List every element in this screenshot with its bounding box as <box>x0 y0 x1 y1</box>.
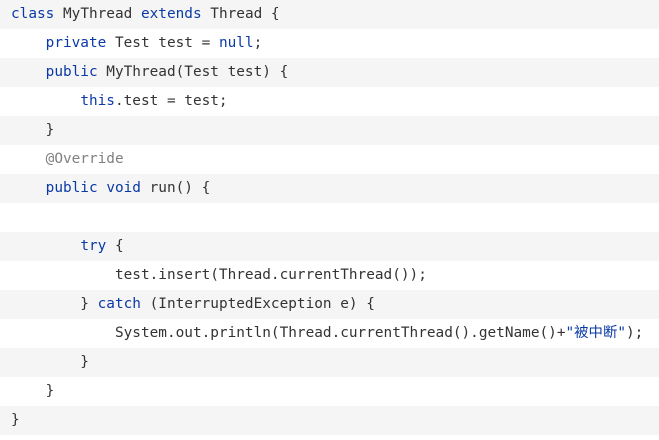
code-text: Thread { <box>201 6 280 22</box>
code-text: MyThread(Test test) { <box>97 64 289 80</box>
code-line: } <box>0 348 659 377</box>
code-text: } <box>11 354 89 370</box>
code-keyword: void <box>106 180 141 196</box>
code-text: ; <box>253 35 263 51</box>
code-keyword: this <box>80 93 115 109</box>
code-text: System.out.println(Thread.currentThread(… <box>11 325 566 341</box>
code-text: test.insert(Thread.currentThread()); <box>11 267 427 283</box>
code-keyword: class <box>11 6 55 22</box>
code-keyword: public <box>45 180 98 196</box>
code-text: { <box>106 238 124 254</box>
code-line: System.out.println(Thread.currentThread(… <box>0 319 659 348</box>
code-line: private Test test = null; <box>0 29 659 58</box>
code-line <box>0 203 659 232</box>
code-text: ); <box>626 325 644 341</box>
code-text: } <box>11 412 20 428</box>
code-text <box>11 209 20 225</box>
code-line: public void run() { <box>0 174 659 203</box>
code-keyword: try <box>80 238 107 254</box>
code-text <box>11 93 80 109</box>
code-line: } <box>0 406 659 435</box>
code-text: Test test = <box>106 35 219 51</box>
code-keyword: extends <box>140 6 202 22</box>
code-line: class MyThread extends Thread { <box>0 0 659 29</box>
code-text <box>11 180 46 196</box>
code-line: } <box>0 377 659 406</box>
code-line: } catch (InterruptedException e) { <box>0 290 659 319</box>
code-text <box>11 151 46 167</box>
code-text: (InterruptedException e) { <box>140 296 375 312</box>
code-keyword: private <box>45 35 107 51</box>
code-text: run() { <box>140 180 211 196</box>
code-text: } <box>11 383 55 399</box>
code-keyword: null <box>218 35 254 51</box>
code-text: } <box>11 122 55 138</box>
code-keyword: catch <box>97 296 141 312</box>
code-line: test.insert(Thread.currentThread()); <box>0 261 659 290</box>
code-text: MyThread <box>54 6 141 22</box>
code-text <box>98 180 107 196</box>
code-line: this.test = test; <box>0 87 659 116</box>
code-line: } <box>0 116 659 145</box>
code-line: @Override <box>0 145 659 174</box>
code-keyword: public <box>45 64 98 80</box>
code-text <box>11 35 46 51</box>
code-text <box>11 238 80 254</box>
code-string: "被中断" <box>565 325 627 341</box>
code-line: try { <box>0 232 659 261</box>
code-line: public MyThread(Test test) { <box>0 58 659 87</box>
code-text: } <box>11 296 98 312</box>
code-text: .test = test; <box>114 93 228 109</box>
code-annotation: @Override <box>45 151 124 167</box>
code-text <box>11 64 46 80</box>
